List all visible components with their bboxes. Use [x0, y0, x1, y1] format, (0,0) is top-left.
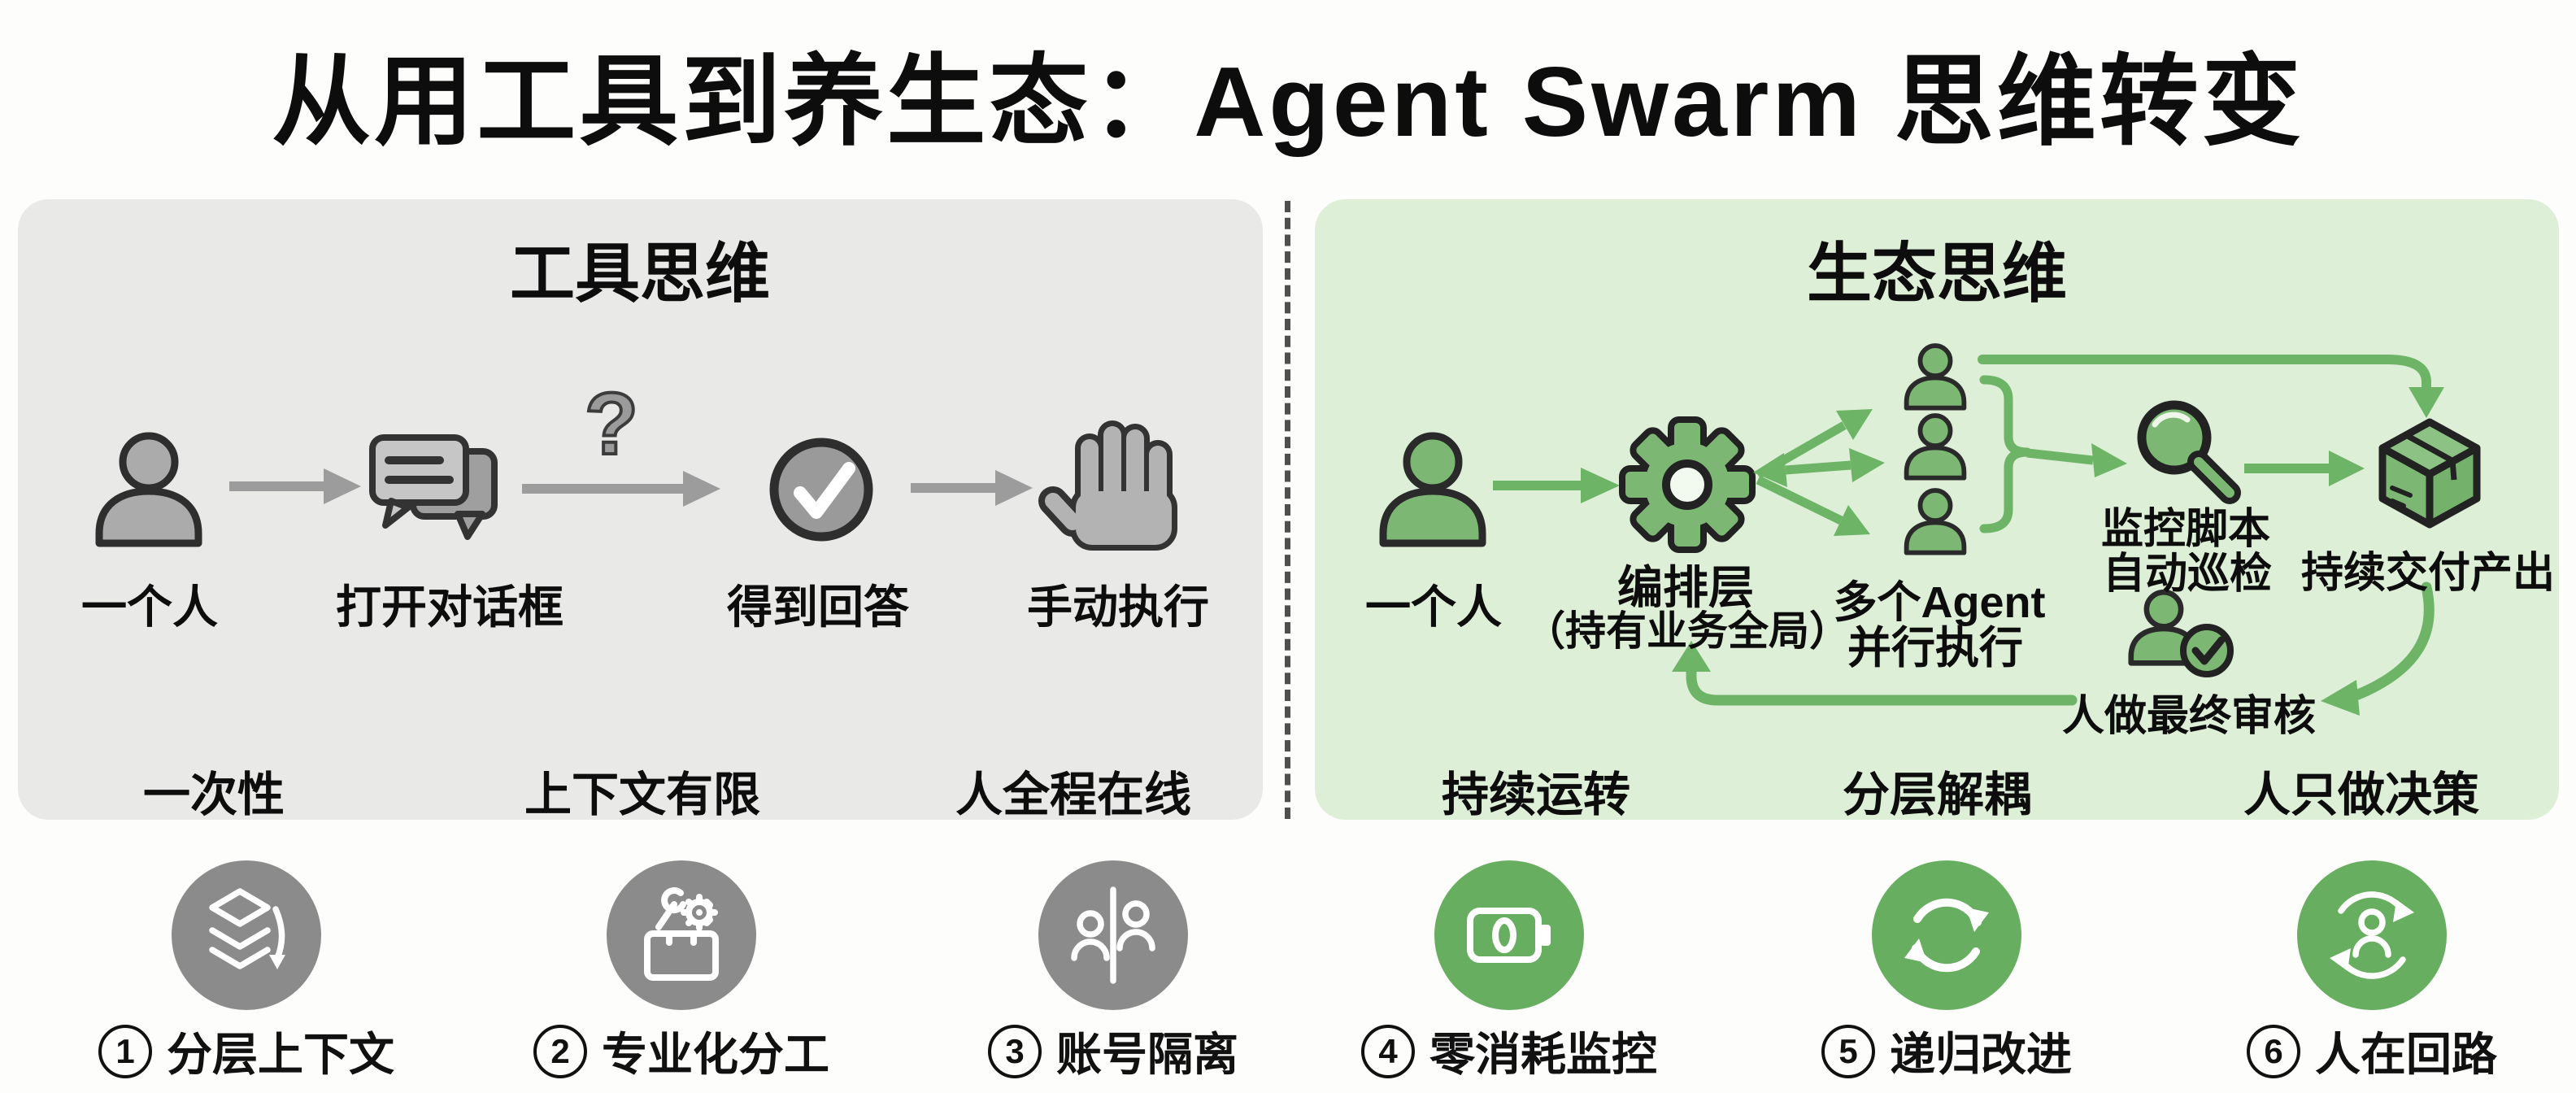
- review-label: 人做最终审核: [2061, 693, 2317, 740]
- left-panel-title: 工具思维: [510, 237, 770, 310]
- chat-bubbles-icon: [369, 434, 498, 540]
- legend-label: 账号隔离: [1056, 1029, 1238, 1080]
- orchestrator-label: 编排层: [1617, 562, 1754, 613]
- package-box-icon: [2378, 418, 2481, 529]
- refresh-cycle-icon: [1872, 860, 2021, 1010]
- fan-arrows: [1753, 409, 1885, 536]
- account-divide-icon: [1038, 860, 1188, 1010]
- right-panel-title: 生态思维: [1807, 237, 2067, 310]
- footnote: 持续运转: [1441, 769, 1631, 821]
- legend-number: 1: [98, 1024, 152, 1078]
- legend-label: 专业化分工: [602, 1029, 829, 1080]
- review-loopback-arrow: [1672, 641, 2078, 706]
- flow-arrow: [911, 470, 1033, 506]
- magnifier-icon: [2137, 400, 2241, 504]
- toolbox-icon: [607, 860, 756, 1010]
- legend-item: 6 人在回路: [2247, 1018, 2497, 1084]
- step-label: 一个人: [81, 581, 218, 633]
- human-in-loop-icon: [2297, 860, 2447, 1010]
- legend-item: 1 分层上下文: [98, 1018, 394, 1084]
- person-icon: [1383, 436, 1482, 543]
- footnote: 人全程在线: [955, 769, 1192, 821]
- agents-label: 并行执行: [1847, 624, 2023, 673]
- flow-arrow: [522, 471, 720, 507]
- step-label: 打开对话框: [336, 581, 564, 633]
- agents-stack-icon: [1907, 346, 1965, 553]
- legend-label: 人在回路: [2315, 1029, 2497, 1080]
- legend-label: 分层上下文: [167, 1029, 394, 1080]
- page-title: 从用工具到养生态：Agent Swarm 思维转变: [272, 46, 2304, 157]
- gear-icon: [1619, 416, 1756, 553]
- legend-item: 5 递归改进: [1821, 1018, 2072, 1084]
- panel-divider-dashed-line: [1285, 201, 1290, 819]
- legend-number: 5: [1821, 1024, 1875, 1078]
- delivery-label: 持续交付产出: [2300, 550, 2556, 597]
- review-person-check-icon: [2131, 592, 2234, 677]
- flow-arrow: [2026, 443, 2127, 477]
- top-bypass-arrow: [1978, 355, 2444, 418]
- flow-arrow: [1493, 468, 1620, 503]
- agents-label: 多个Agent: [1833, 578, 2046, 627]
- legend-number: 4: [1361, 1024, 1415, 1078]
- question-mark: ?: [583, 372, 640, 474]
- layers-cycle-icon: [172, 860, 321, 1010]
- hand-icon: [1038, 420, 1177, 551]
- bracket-connector: [1979, 375, 2032, 533]
- person-label: 一个人: [1365, 581, 1502, 633]
- legend-number: 3: [988, 1024, 1042, 1078]
- footnote: 一次性: [142, 769, 285, 821]
- legend-item: 4 零消耗监控: [1361, 1018, 1657, 1084]
- legend-number: 6: [2247, 1024, 2300, 1078]
- legend-item: 3 账号隔离: [988, 1018, 1238, 1084]
- monitor-label: 监控脚本: [2100, 506, 2271, 553]
- legend-number: 2: [533, 1024, 587, 1078]
- person-icon: [99, 436, 198, 543]
- step-label: 得到回答: [727, 581, 909, 633]
- flow-arrow: [229, 468, 361, 504]
- delivery-to-review-arrow: [2321, 581, 2435, 716]
- legend-label: 零消耗监控: [1429, 1029, 1657, 1080]
- monitor-label: 自动巡检: [2102, 551, 2273, 598]
- battery-icon: [1434, 860, 1584, 1010]
- orchestrator-sublabel: （持有业务全局）: [1525, 608, 1850, 654]
- footnote: 人只做决策: [2243, 769, 2480, 821]
- step-label: 手动执行: [1027, 581, 1209, 633]
- check-circle-icon: [769, 438, 873, 542]
- footnote: 上下文有限: [524, 769, 761, 821]
- footnote: 分层解耦: [1842, 769, 2032, 821]
- flow-arrow: [2244, 451, 2365, 486]
- legend-label: 递归改进: [1890, 1029, 2072, 1080]
- legend-item: 2 专业化分工: [533, 1018, 829, 1084]
